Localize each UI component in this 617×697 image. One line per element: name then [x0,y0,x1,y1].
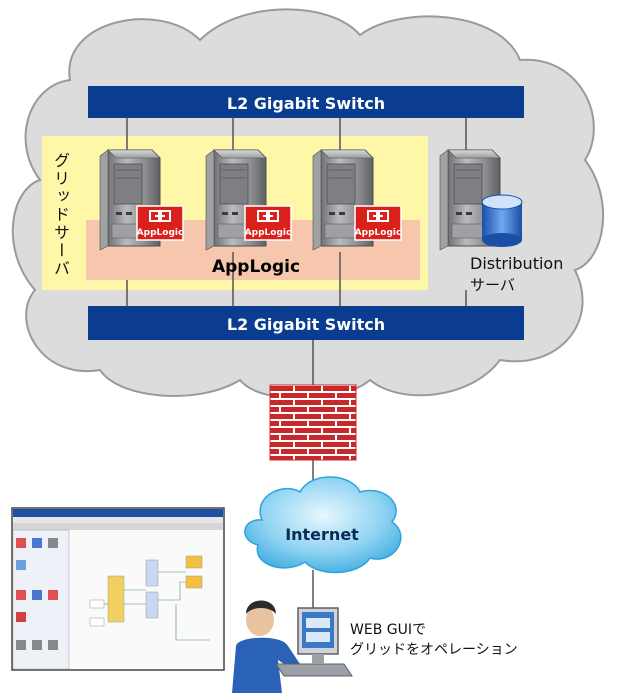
top-switch-label: L2 Gigabit Switch [227,94,385,113]
web-gui-caption-line2: グリッドをオペレーション [350,642,518,658]
bottom-switch [88,306,524,340]
web-gui-caption-line1: WEB GUIで [350,622,426,638]
distribution-server-label-line2: サーバ [470,276,515,294]
applogic-badge-text-1: AppLogic [137,228,184,238]
database-icon [481,194,523,247]
firewall-icon [269,384,357,461]
distribution-server-label-line1: Distribution [470,254,563,273]
operator-icon [232,600,353,693]
applogic-badge-text-3: AppLogic [355,228,402,238]
internet-cloud [244,476,402,574]
web-gui-screenshot [11,507,225,671]
applogic-badge-text-2: AppLogic [245,228,292,238]
top-switch [88,86,524,118]
bottom-switch-label: L2 Gigabit Switch [227,315,385,334]
internet-label: Internet [285,525,359,544]
grid-server-label: グリッドサーバ [51,152,70,278]
applogic-band-label: AppLogic [212,257,300,277]
